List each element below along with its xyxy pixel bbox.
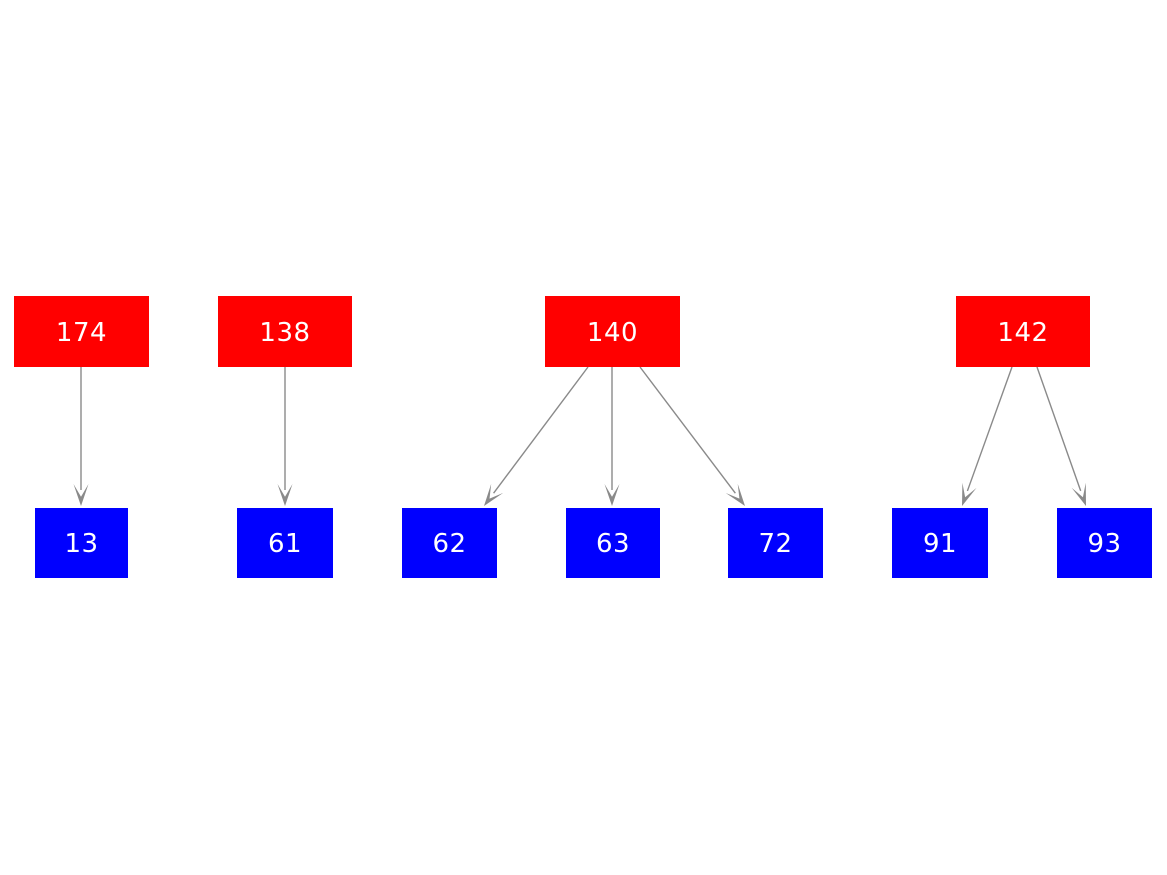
arrowhead-icon	[962, 482, 977, 506]
edge-n140-to-n63	[604, 367, 620, 506]
node-label: 61	[267, 529, 303, 559]
graph-node-142[interactable]: 142	[956, 296, 1090, 367]
graph-node-93[interactable]: 93	[1057, 508, 1152, 578]
graph-node-62[interactable]: 62	[402, 508, 497, 578]
edge-n142-to-n91	[962, 366, 1013, 506]
node-label: 140	[586, 317, 639, 348]
graph-node-140[interactable]: 140	[545, 296, 680, 367]
node-label: 93	[1087, 529, 1122, 559]
edge-n142-to-n93	[1036, 366, 1086, 506]
arrowhead-icon	[277, 484, 293, 506]
arrowhead-icon	[73, 484, 89, 506]
node-label: 63	[595, 529, 631, 559]
graph-node-13[interactable]: 13	[35, 508, 128, 578]
graph-node-72[interactable]: 72	[728, 508, 823, 578]
graph-node-174[interactable]: 174	[14, 296, 149, 367]
edge-n174-to-n13	[73, 367, 89, 506]
node-label: 72	[758, 529, 793, 559]
arrowhead-icon	[725, 483, 745, 506]
edge-n140-to-n62	[484, 366, 589, 506]
node-label: 62	[432, 529, 467, 559]
node-label: 13	[64, 529, 99, 559]
edge-n138-to-n61	[277, 367, 293, 506]
graph-node-61[interactable]: 61	[237, 508, 333, 578]
arrowhead-icon	[1071, 482, 1086, 506]
node-label: 174	[55, 317, 108, 348]
arrowhead-icon	[484, 483, 504, 506]
graph-node-138[interactable]: 138	[218, 296, 352, 367]
graph-node-63[interactable]: 63	[566, 508, 660, 578]
arrowhead-icon	[604, 484, 620, 506]
node-label: 142	[997, 317, 1049, 348]
node-label: 91	[922, 529, 958, 559]
graph-node-91[interactable]: 91	[892, 508, 988, 578]
node-label: 138	[259, 317, 311, 348]
edge-n140-to-n72	[639, 366, 745, 506]
